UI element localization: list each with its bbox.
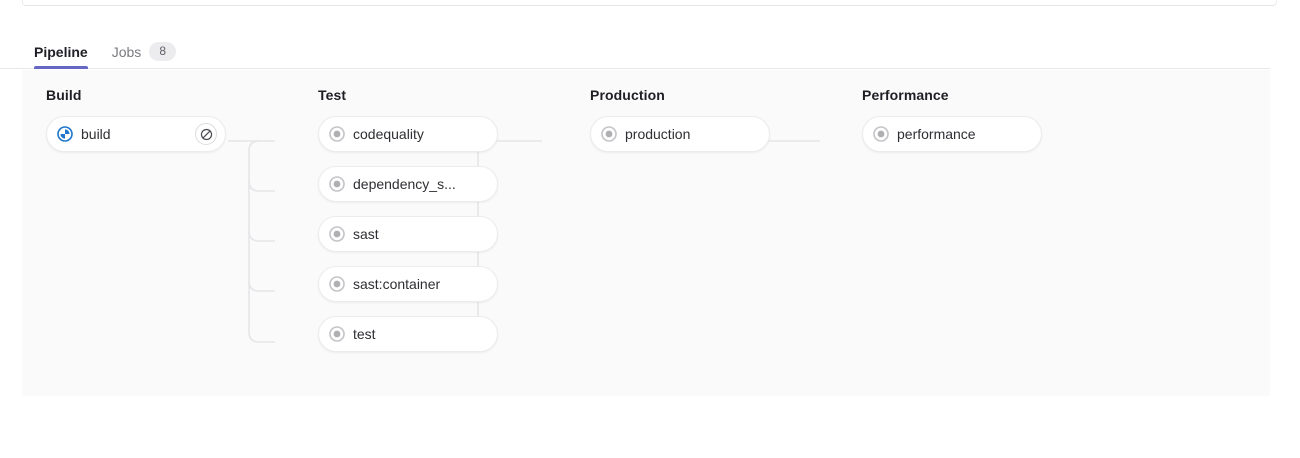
- stage-performance-title: Performance: [862, 87, 949, 103]
- job-card-performance[interactable]: performance: [862, 116, 1042, 152]
- tab-pipeline[interactable]: Pipeline: [22, 22, 100, 69]
- stage-build-jobs: build: [46, 116, 294, 152]
- status-running-icon: [57, 126, 73, 142]
- status-created-icon: [329, 176, 345, 192]
- job-name-production: production: [625, 126, 691, 142]
- tab-jobs-count-badge: 8: [149, 42, 177, 61]
- job-card-test[interactable]: test: [318, 316, 498, 352]
- tab-list: Pipeline Jobs 8: [22, 22, 188, 69]
- stage-production-title: Production: [590, 87, 665, 103]
- job-name-sast-container: sast:container: [353, 276, 441, 292]
- job-card-production[interactable]: production: [590, 116, 770, 152]
- status-created-icon: [601, 126, 617, 142]
- status-created-icon: [873, 126, 889, 142]
- cancel-glyph: [200, 128, 212, 140]
- job-name-sast: sast: [353, 226, 379, 242]
- stage-performance-jobs: performance: [862, 116, 1110, 152]
- job-name-performance: performance: [897, 126, 976, 142]
- tab-jobs-label: Jobs: [111, 43, 142, 60]
- status-created-icon: [329, 226, 345, 242]
- status-created-icon: [329, 276, 345, 292]
- stage-performance: Performance performance: [838, 70, 1110, 152]
- job-card-sast-container[interactable]: sast:container: [318, 266, 498, 302]
- pipeline-stages: Build build: [22, 70, 1110, 352]
- status-created-icon: [329, 126, 345, 142]
- stage-test-title: Test: [318, 87, 347, 103]
- status-created-icon: [329, 326, 345, 342]
- job-card-codequality[interactable]: codequality: [318, 116, 498, 152]
- job-name-codequality: codequality: [353, 126, 424, 142]
- tab-pipeline-label: Pipeline: [34, 43, 88, 60]
- job-name-dependency-scanning: dependency_s...: [353, 176, 456, 192]
- pipeline-graph: Build build: [22, 70, 1270, 396]
- job-card-sast[interactable]: sast: [318, 216, 498, 252]
- cancel-icon[interactable]: [195, 123, 217, 145]
- job-name-test: test: [353, 326, 376, 342]
- job-card-dependency-scanning[interactable]: dependency_s...: [318, 166, 498, 202]
- job-name-build: build: [81, 126, 111, 142]
- stage-test: Test codequality dependency_s...: [294, 70, 566, 352]
- stage-build-title: Build: [46, 87, 82, 103]
- tab-bar: Pipeline Jobs 8: [0, 22, 1270, 69]
- stage-production: Production production: [566, 70, 838, 152]
- job-card-build[interactable]: build: [46, 116, 226, 152]
- stage-production-jobs: production: [590, 116, 838, 152]
- stage-build: Build build: [22, 70, 294, 152]
- tab-jobs[interactable]: Jobs 8: [100, 22, 189, 69]
- stage-test-jobs: codequality dependency_s... sast: [318, 116, 566, 352]
- panel-bottom-edge: [22, 0, 1277, 6]
